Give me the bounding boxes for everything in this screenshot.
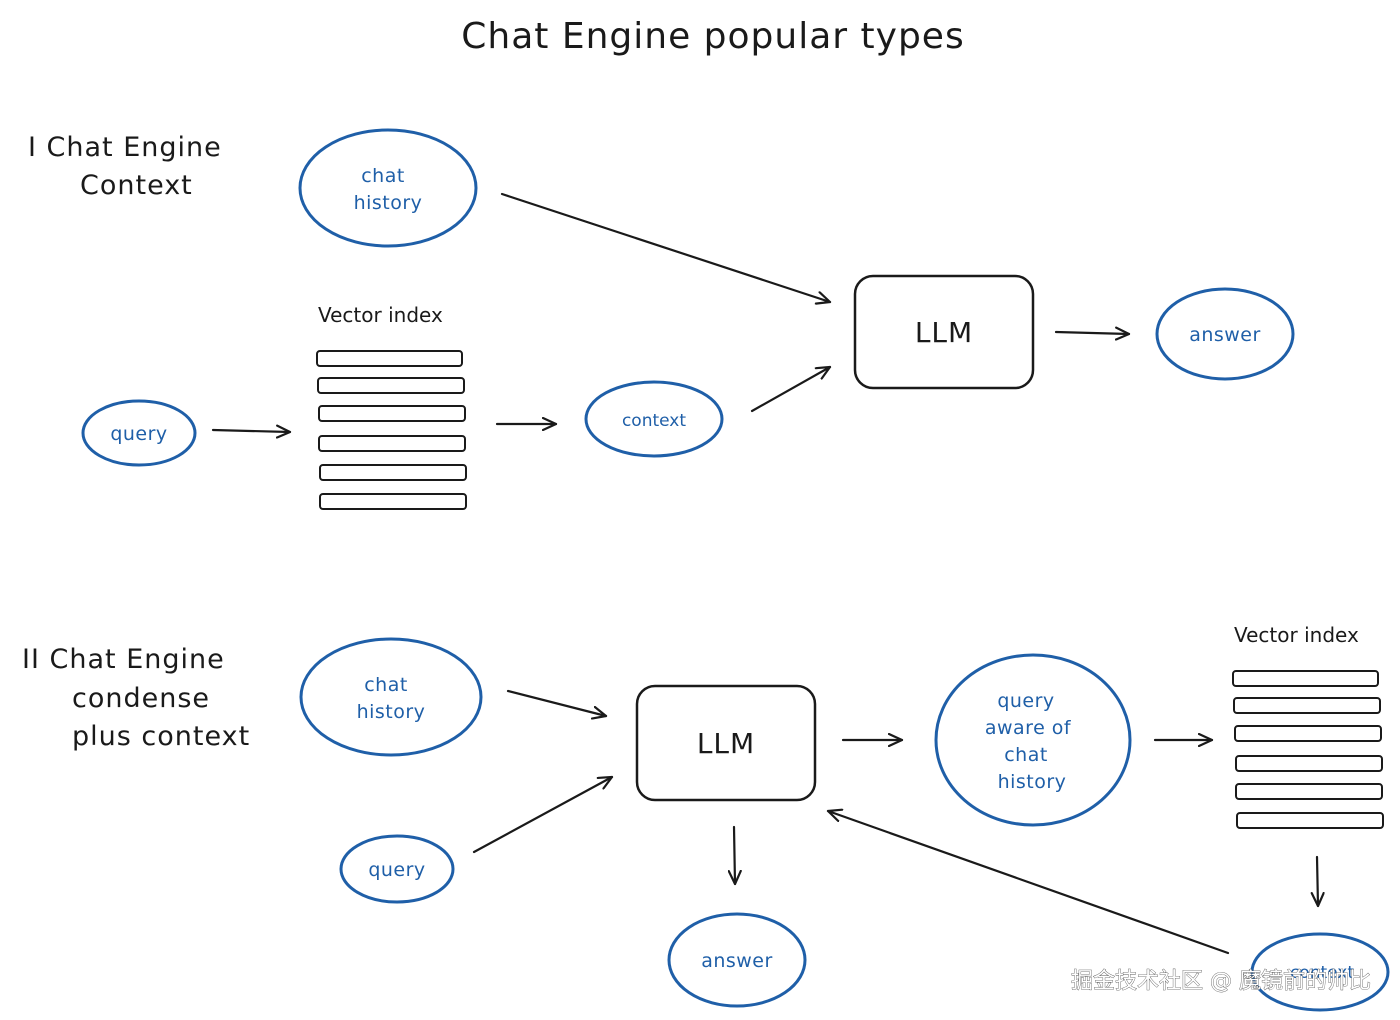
- section-2-llm-text: LLM: [697, 727, 755, 760]
- section-2-vector-index: [1232, 670, 1384, 829]
- section-2-label-line2: condense: [72, 683, 210, 714]
- arrow-s2-index-to-context: [1317, 855, 1318, 908]
- arrow-s2-query-to-llm: [472, 775, 614, 854]
- section-1-context-text: context: [622, 411, 686, 431]
- arrow-query-to-index: [211, 430, 292, 432]
- section-1-chat-history-line2: history: [354, 192, 423, 214]
- section-2-label-line1: II Chat Engine: [22, 644, 225, 675]
- section-2-aware-line4: history: [998, 771, 1067, 793]
- section-1-answer-node: answer: [1155, 287, 1295, 381]
- section-2-label-line3: plus context: [72, 721, 250, 752]
- section-1-query-node: query: [81, 399, 197, 467]
- section-2-chat-history-line1: chat: [364, 674, 408, 696]
- arrow-s2-context-to-llm: [826, 811, 1230, 955]
- section-1-answer-text: answer: [1189, 324, 1261, 346]
- section-2-query-text: query: [368, 859, 425, 881]
- section-2-aware-line2: aware of: [985, 717, 1072, 739]
- section-2-answer-text: answer: [701, 950, 773, 972]
- section-2-query-node: query: [339, 834, 455, 904]
- arrow-context-to-llm: [750, 365, 832, 413]
- section-2-condense-plus-context-engine: II Chat Engine condense plus context cha…: [22, 623, 1390, 1012]
- section-1-chat-history-node: chat history: [298, 128, 478, 248]
- diagram-title: Chat Engine popular types: [461, 16, 964, 57]
- section-2-aware-line3: chat: [1004, 744, 1048, 766]
- section-2-llm-box: LLM: [635, 684, 817, 802]
- section-1-llm-box: LLM: [853, 274, 1035, 390]
- section-1-label-line2: Context: [80, 170, 193, 201]
- section-1-llm-text: LLM: [915, 316, 973, 349]
- section-2-vector-index-label: Vector index: [1234, 623, 1359, 647]
- section-2-query-aware-node: query aware of chat history: [934, 653, 1132, 827]
- section-2-context-node: context: [1250, 932, 1390, 1012]
- arrow-s2-chat-history-to-llm: [506, 689, 608, 716]
- section-2-aware-line1: query: [997, 690, 1054, 712]
- section-1-vector-index: [316, 350, 467, 510]
- section-1-context-engine: I Chat Engine Context chat history Vecto…: [28, 128, 1295, 510]
- section-1-context-node: context: [584, 380, 724, 458]
- section-2-chat-history-line2: history: [357, 701, 426, 723]
- arrow-llm-to-answer: [1054, 332, 1131, 334]
- section-2-chat-history-node: chat history: [299, 637, 483, 757]
- section-1-label-line1: I Chat Engine: [28, 132, 222, 163]
- section-1-query-text: query: [110, 423, 167, 445]
- arrow-s2-llm-to-answer: [734, 825, 735, 886]
- section-1-vector-index-label: Vector index: [318, 303, 443, 327]
- arrow-chat-history-to-llm: [500, 192, 832, 302]
- watermark: 掘金技术社区 @ 魔镜前的帅比: [1071, 969, 1371, 994]
- section-1-chat-history-line1: chat: [361, 165, 405, 187]
- section-2-answer-node: answer: [667, 912, 807, 1008]
- section-2-context-text: context: [1290, 963, 1354, 983]
